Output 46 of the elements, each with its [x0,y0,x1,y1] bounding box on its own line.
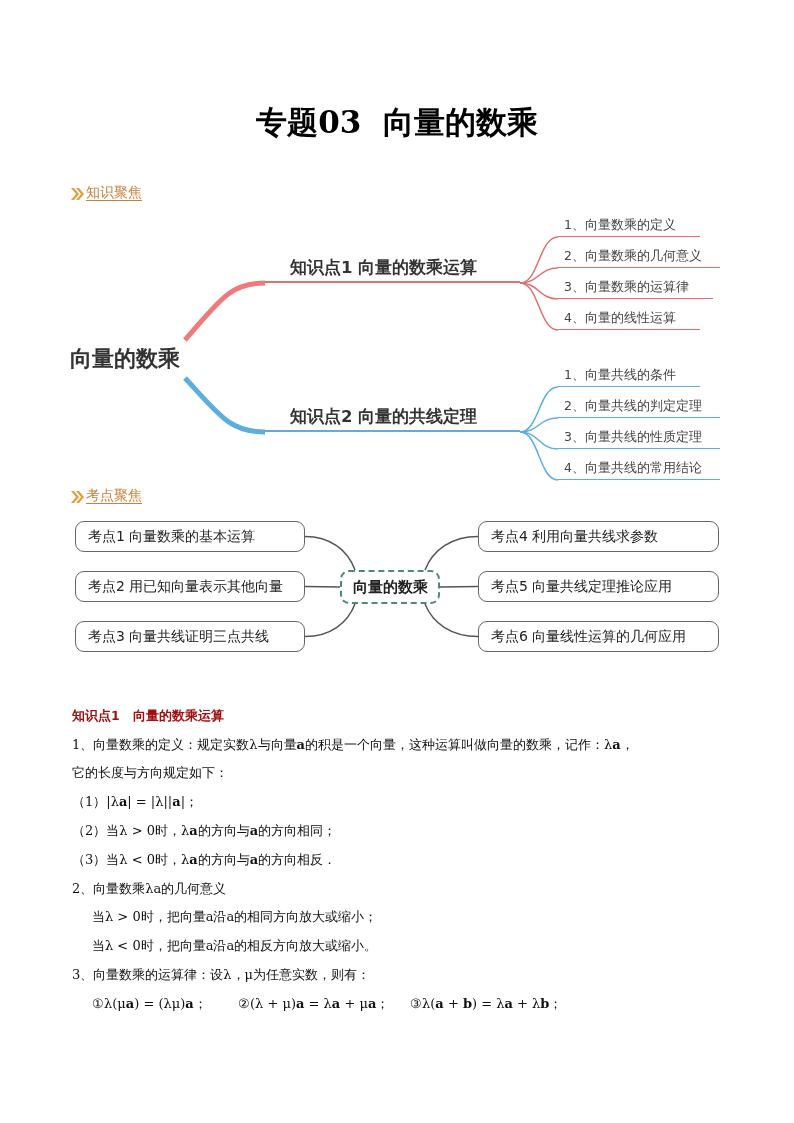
connector-line [439,585,479,588]
connector-line [519,282,559,331]
text-line: 2、向量数乘λa的几何意义 [72,880,227,898]
topic-box: 考点6 向量线性运算的几何应用 [478,621,719,652]
branch-topic: 知识点2 向量的共线定理 [265,404,520,432]
connector-line [304,585,341,588]
subtopic-branch: 1、向量数乘的定义 [558,214,700,237]
topic-box: 考点3 向量共线证明三点共线 [75,621,305,652]
text-line: （3）当λ < 0时，λa的方向与a的方向相反． [72,851,337,869]
branch-topic: 知识点1 向量的数乘运算 [265,255,520,283]
connector-line [519,417,559,433]
topic-box: 考点4 利用向量共线求参数 [478,521,719,552]
text-line: 它的长度与方向规定如下： [72,764,228,782]
connector-line [304,535,356,571]
connector-line [424,535,479,571]
section-heading: 知识聚焦 [86,184,142,202]
text-line: 3、向量数乘的运算律：设λ，μ为任意实数，则有： [72,966,370,984]
topic-box: 考点1 向量数乘的基本运算 [75,521,305,552]
text-line: （1）|λa| = |λ||a|； [72,793,199,811]
subtopic-branch: 2、向量数乘的几何意义 [558,245,720,268]
subheading: 知识点1 向量的数乘运算 [72,708,224,725]
text-line: ①λ(μa) = (λμ)a； [92,995,207,1013]
connector-line [424,603,479,638]
text-line: 当λ > 0时，把向量a沿a的相同方向放大或缩小； [92,908,378,926]
subtopic-branch: 3、向量共线的性质定理 [558,426,720,449]
text-line: ③λ(a + b) = λa + λb； [410,995,563,1013]
text-line: ②(λ + μ)a = λa + μa； [238,995,390,1013]
page-title: 专题03 向量的数乘 [255,103,539,142]
text-line: （2）当λ > 0时，λa的方向与a的方向相同； [72,822,337,840]
subtopic-branch: 4、向量共线的常用结论 [558,457,720,480]
subtopic-branch: 3、向量数乘的运算律 [558,276,713,299]
section-heading: 考点聚焦 [86,487,142,505]
connector-line [304,603,356,638]
text-line: 当λ < 0时，把向量a沿a的相反方向放大或缩小。 [92,937,378,955]
connector-line [519,431,559,481]
subtopic-branch: 1、向量共线的条件 [558,364,700,387]
subtopic-branch: 2、向量共线的判定定理 [558,395,720,418]
text-line: 1、向量数乘的定义：规定实数λ与向量a的积是一个向量，这种运算叫做向量的数乘，记作：λa， [72,736,634,754]
topic-box: 考点2 用已知向量表示其他向量 [75,571,305,602]
topic-box: 考点5 向量共线定理推论应用 [478,571,719,602]
connector-line [519,267,559,284]
connector-line [183,280,266,342]
central-topic-box: 向量的数乘 [340,570,440,604]
subtopic-branch: 4、向量的线性运算 [558,307,700,330]
central-topic: 向量的数乘 [70,340,205,378]
connector-line [183,376,266,435]
